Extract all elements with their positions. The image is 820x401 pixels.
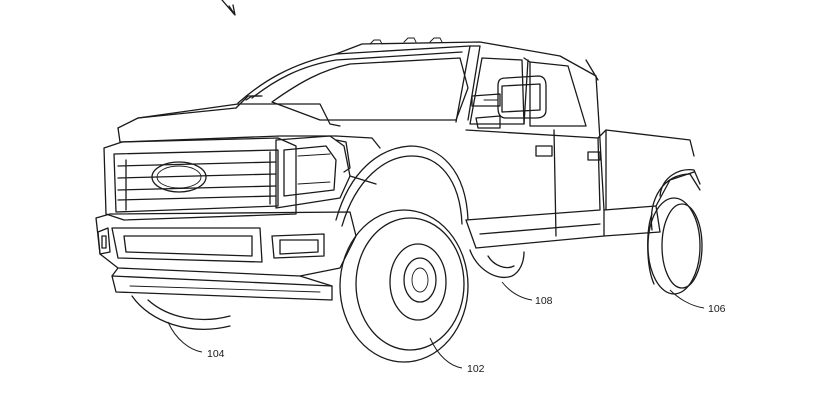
front-left-wheel: [131, 295, 231, 330]
label-104: 104: [207, 348, 225, 360]
leader-lines: [167, 281, 705, 369]
front-right-wheel: [339, 209, 469, 363]
side-mirror: [471, 75, 547, 129]
ford-oval-logo: [151, 161, 207, 193]
grille: [103, 137, 297, 221]
rear-left-wheel: [647, 197, 703, 295]
headlight: [275, 135, 351, 209]
label-108: 108: [535, 295, 553, 307]
front-bumper: [95, 211, 357, 301]
rear-right-wheel: [469, 249, 525, 278]
front-fender: [335, 135, 469, 227]
label-102: 102: [467, 363, 485, 375]
view-arrow-icon: [221, 0, 236, 16]
hood: [117, 95, 341, 143]
cab-outline: [237, 37, 605, 211]
truck-bed: [597, 129, 701, 237]
body-side: [465, 129, 605, 249]
label-106: 106: [708, 303, 726, 315]
